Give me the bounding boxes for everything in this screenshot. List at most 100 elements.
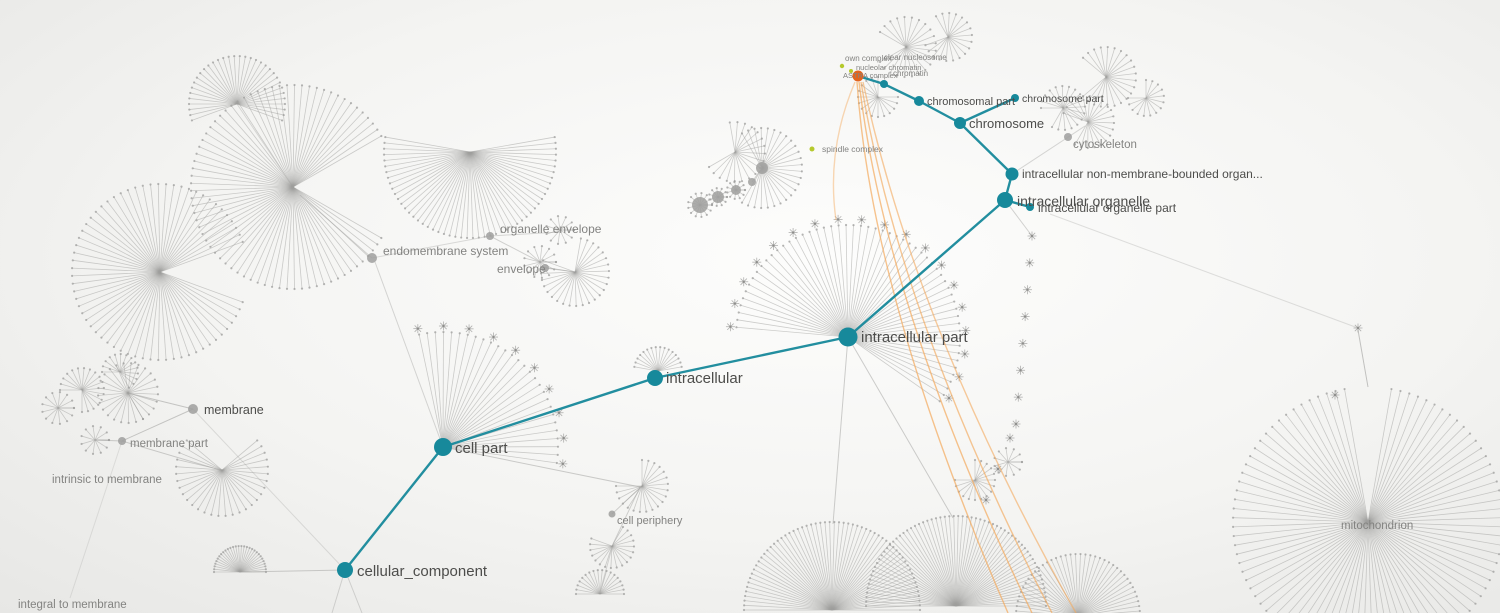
fan-ray xyxy=(81,372,96,391)
fan-ray xyxy=(1367,521,1448,613)
fan-ray xyxy=(214,186,294,254)
collapsed-node[interactable] xyxy=(1064,133,1072,141)
fan-tip xyxy=(147,413,151,416)
fan-ray xyxy=(719,151,736,179)
node-intracellular-organelle[interactable] xyxy=(997,192,1013,208)
fan-ray xyxy=(1070,101,1089,123)
fan-ray xyxy=(858,90,879,98)
fan-ray xyxy=(945,36,949,61)
collapsed-node[interactable] xyxy=(692,197,708,213)
node-intracellular-part[interactable] xyxy=(838,327,858,347)
fan-ray xyxy=(1062,107,1072,129)
fan-ray xyxy=(599,584,623,595)
fan-ray xyxy=(581,577,601,595)
fan-ray xyxy=(189,98,238,105)
fan-ray xyxy=(1242,472,1369,523)
fan-ray xyxy=(884,46,907,69)
node-intracellular-nmb-organelle[interactable] xyxy=(1005,167,1019,181)
fan-ray xyxy=(85,429,96,441)
fan-ray xyxy=(761,557,833,611)
fan-tip xyxy=(904,560,907,563)
collapsed-node[interactable] xyxy=(712,191,724,203)
collapsed-node[interactable] xyxy=(118,437,126,445)
fan-tip xyxy=(763,144,766,147)
fan-tip xyxy=(866,587,869,590)
collapsed-node[interactable] xyxy=(367,253,377,263)
node-nucleosome-highlight[interactable] xyxy=(852,70,864,82)
fan-tip xyxy=(238,308,241,311)
fan-ray xyxy=(574,271,577,306)
collapsed-node[interactable] xyxy=(731,185,741,195)
fan-ray xyxy=(935,16,949,38)
fan-ray xyxy=(1088,600,1139,613)
fan-ray xyxy=(892,541,957,607)
fan-tip xyxy=(190,86,193,89)
fan-ray xyxy=(236,57,252,105)
fan-ray xyxy=(236,68,271,105)
fan-tip xyxy=(896,74,899,77)
fan-tip xyxy=(873,531,876,535)
fan-ray xyxy=(1065,555,1078,613)
fan-tip xyxy=(98,401,101,404)
collapsed-node[interactable] xyxy=(486,232,494,240)
fan-tip xyxy=(948,11,951,15)
node-organelle-part[interactable] xyxy=(1026,203,1034,211)
node-cellular-component[interactable] xyxy=(337,562,353,578)
fan-tip xyxy=(754,172,757,176)
fan-tip xyxy=(471,236,475,240)
fan-ray xyxy=(747,130,763,169)
fan-ray xyxy=(1062,107,1078,125)
fan-ray xyxy=(1367,521,1486,589)
collapsed-node[interactable] xyxy=(608,510,616,518)
fan-ray xyxy=(469,151,536,209)
fan-tip xyxy=(106,341,109,344)
fan-tip xyxy=(460,236,463,239)
node-chromosome-part-2[interactable] xyxy=(1011,94,1019,102)
graph-edge xyxy=(1011,125,1086,175)
glyph-center xyxy=(772,244,775,247)
fan-tip xyxy=(262,559,265,563)
fan-tip xyxy=(963,52,967,55)
fan-ray xyxy=(641,485,663,503)
fan-ray xyxy=(279,85,294,188)
collapsed-node[interactable] xyxy=(756,162,768,174)
fan-ray xyxy=(1143,97,1147,116)
node-chromosomal-part[interactable] xyxy=(914,96,924,106)
fan-tip xyxy=(958,337,962,340)
fan-tip xyxy=(73,290,76,293)
node-intracellular[interactable] xyxy=(647,370,663,386)
collapsed-node[interactable] xyxy=(188,404,198,414)
fan-ray xyxy=(469,151,486,237)
node-chromosome[interactable] xyxy=(954,117,966,129)
fan-tip xyxy=(1050,558,1053,562)
collapsed-node[interactable] xyxy=(748,178,756,186)
fan-tip xyxy=(1425,399,1428,402)
annotation-dot xyxy=(839,63,845,69)
fan-tip xyxy=(231,513,234,516)
fan-tip xyxy=(694,215,697,218)
fan-ray xyxy=(947,36,972,43)
term-label-organelle-envelope: organelle envelope xyxy=(500,222,602,236)
fan-ray xyxy=(809,231,849,338)
fan-tip xyxy=(231,545,235,549)
node-chromatin-junction[interactable] xyxy=(880,80,888,88)
fan-ray xyxy=(81,368,85,391)
fan-tip xyxy=(216,58,220,62)
fan-tip xyxy=(942,393,945,397)
fan-ray xyxy=(1367,521,1500,537)
collapsed-node[interactable] xyxy=(541,264,549,272)
fan-ray xyxy=(866,596,957,607)
fan-tip xyxy=(382,147,386,150)
fan-tip xyxy=(178,486,181,489)
fan-ray xyxy=(212,62,238,105)
fan-tip xyxy=(555,429,558,432)
node-cell-part[interactable] xyxy=(434,438,452,456)
fan-tip xyxy=(1468,432,1472,435)
fan-ray xyxy=(905,23,926,48)
fan-tip xyxy=(592,242,595,245)
fan-ray xyxy=(81,435,96,441)
fan-tip xyxy=(997,450,1000,453)
fan-tip xyxy=(412,215,415,218)
